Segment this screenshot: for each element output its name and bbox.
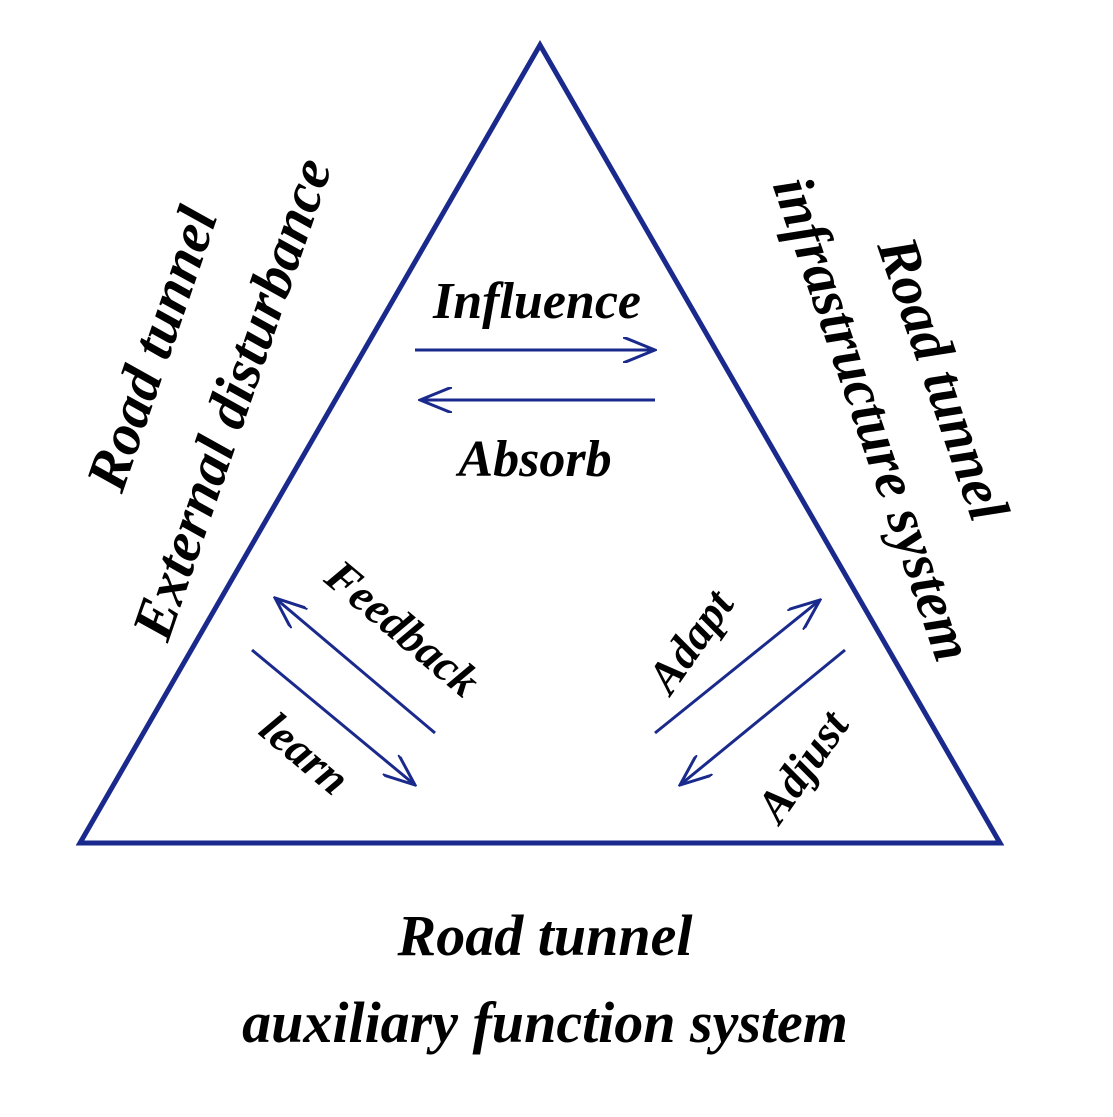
adjust-arrow xyxy=(680,648,846,785)
learn-arrow xyxy=(251,648,415,785)
adapt-label: Adapt xyxy=(635,579,744,704)
adapt-arrow xyxy=(654,600,820,735)
learn-label: learn xyxy=(250,702,359,805)
triangle-outline xyxy=(75,39,1005,846)
bottom-title-auxiliary-function-system: auxiliary function system xyxy=(242,990,848,1055)
adjust-label: Adjust xyxy=(744,700,859,833)
feedback-label: Feedback xyxy=(315,549,489,707)
bottom-title-road-tunnel: Road tunnel xyxy=(397,903,694,968)
absorb-label: Absorb xyxy=(455,431,611,488)
feedback-arrow xyxy=(275,598,436,735)
influence-label: Influence xyxy=(432,273,641,330)
